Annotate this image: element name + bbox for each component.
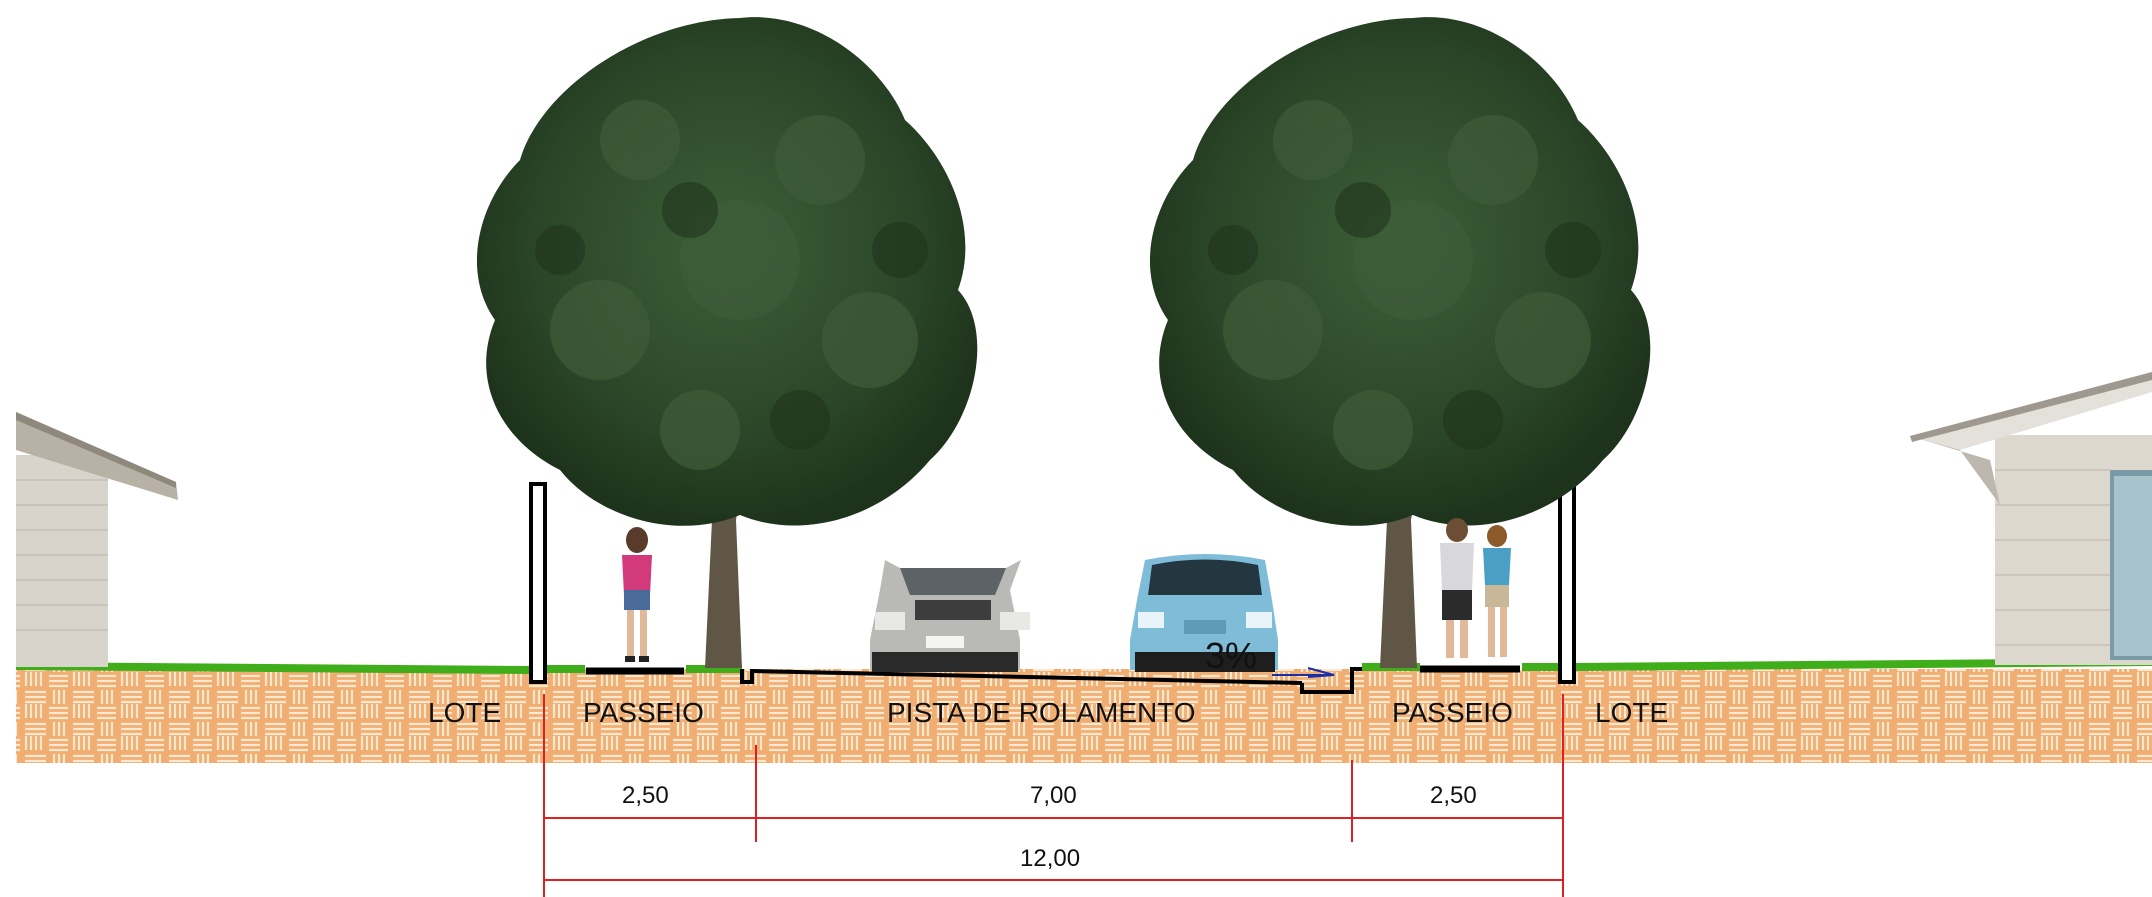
pedestrians-right bbox=[1440, 518, 1511, 658]
dimension-total: 12,00 bbox=[1020, 845, 1080, 872]
house-right bbox=[1910, 372, 2152, 665]
tree-left bbox=[476, 17, 978, 668]
label-lote-left: LOTE bbox=[428, 697, 501, 728]
label-pista: PISTA DE ROLAMENTO bbox=[887, 697, 1196, 728]
label-lote-right: LOTE bbox=[1595, 697, 1668, 728]
car-left bbox=[870, 560, 1030, 672]
slope-arrow-icon bbox=[1272, 667, 1335, 678]
road-profile bbox=[529, 482, 1576, 694]
slope-label: 3% bbox=[1205, 635, 1257, 676]
soil-band bbox=[16, 669, 2152, 763]
dimension-lines bbox=[543, 694, 1564, 897]
label-passeio-left: PASSEIO bbox=[583, 697, 704, 728]
dimension-passeio-left: 2,50 bbox=[622, 782, 669, 809]
label-passeio-right: PASSEIO bbox=[1392, 697, 1513, 728]
grass-strips bbox=[15, 658, 2152, 674]
car-right bbox=[1130, 554, 1278, 672]
dimension-passeio-right: 2,50 bbox=[1430, 782, 1477, 809]
dimension-pista: 7,00 bbox=[1030, 782, 1077, 809]
tree-right bbox=[1149, 17, 1651, 668]
house-left bbox=[16, 412, 178, 667]
pedestrian-left bbox=[622, 527, 652, 662]
